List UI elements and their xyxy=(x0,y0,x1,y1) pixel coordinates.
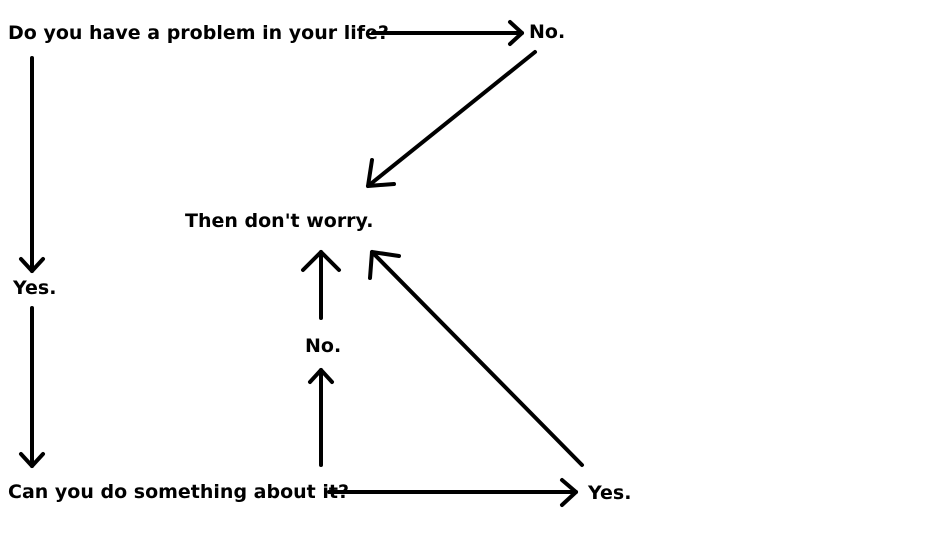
answer-yes-bottom-label: Yes. xyxy=(588,482,632,504)
question-problem-label: Do you have a problem in your life? xyxy=(8,22,389,44)
arrow-yes-to-dont-worry xyxy=(368,250,584,467)
arrow-problem-to-no xyxy=(371,20,524,46)
arrow-no-to-dont-worry xyxy=(366,50,537,188)
arrow-problem-to-yes xyxy=(19,56,45,273)
question-can-do-label: Can you do something about it? xyxy=(8,481,349,503)
arrow-can-do-to-yes xyxy=(327,478,578,507)
arrow-yes-to-can-do xyxy=(19,306,45,468)
answer-yes-left-label: Yes. xyxy=(13,277,57,299)
answer-no-middle-label: No. xyxy=(305,335,342,357)
arrow-no-to-dont-worry-vertical xyxy=(301,250,341,320)
answer-no-top-label: No. xyxy=(529,21,566,43)
arrow-can-do-to-no xyxy=(308,368,334,467)
outcome-dont-worry-label: Then don't worry. xyxy=(185,210,374,232)
